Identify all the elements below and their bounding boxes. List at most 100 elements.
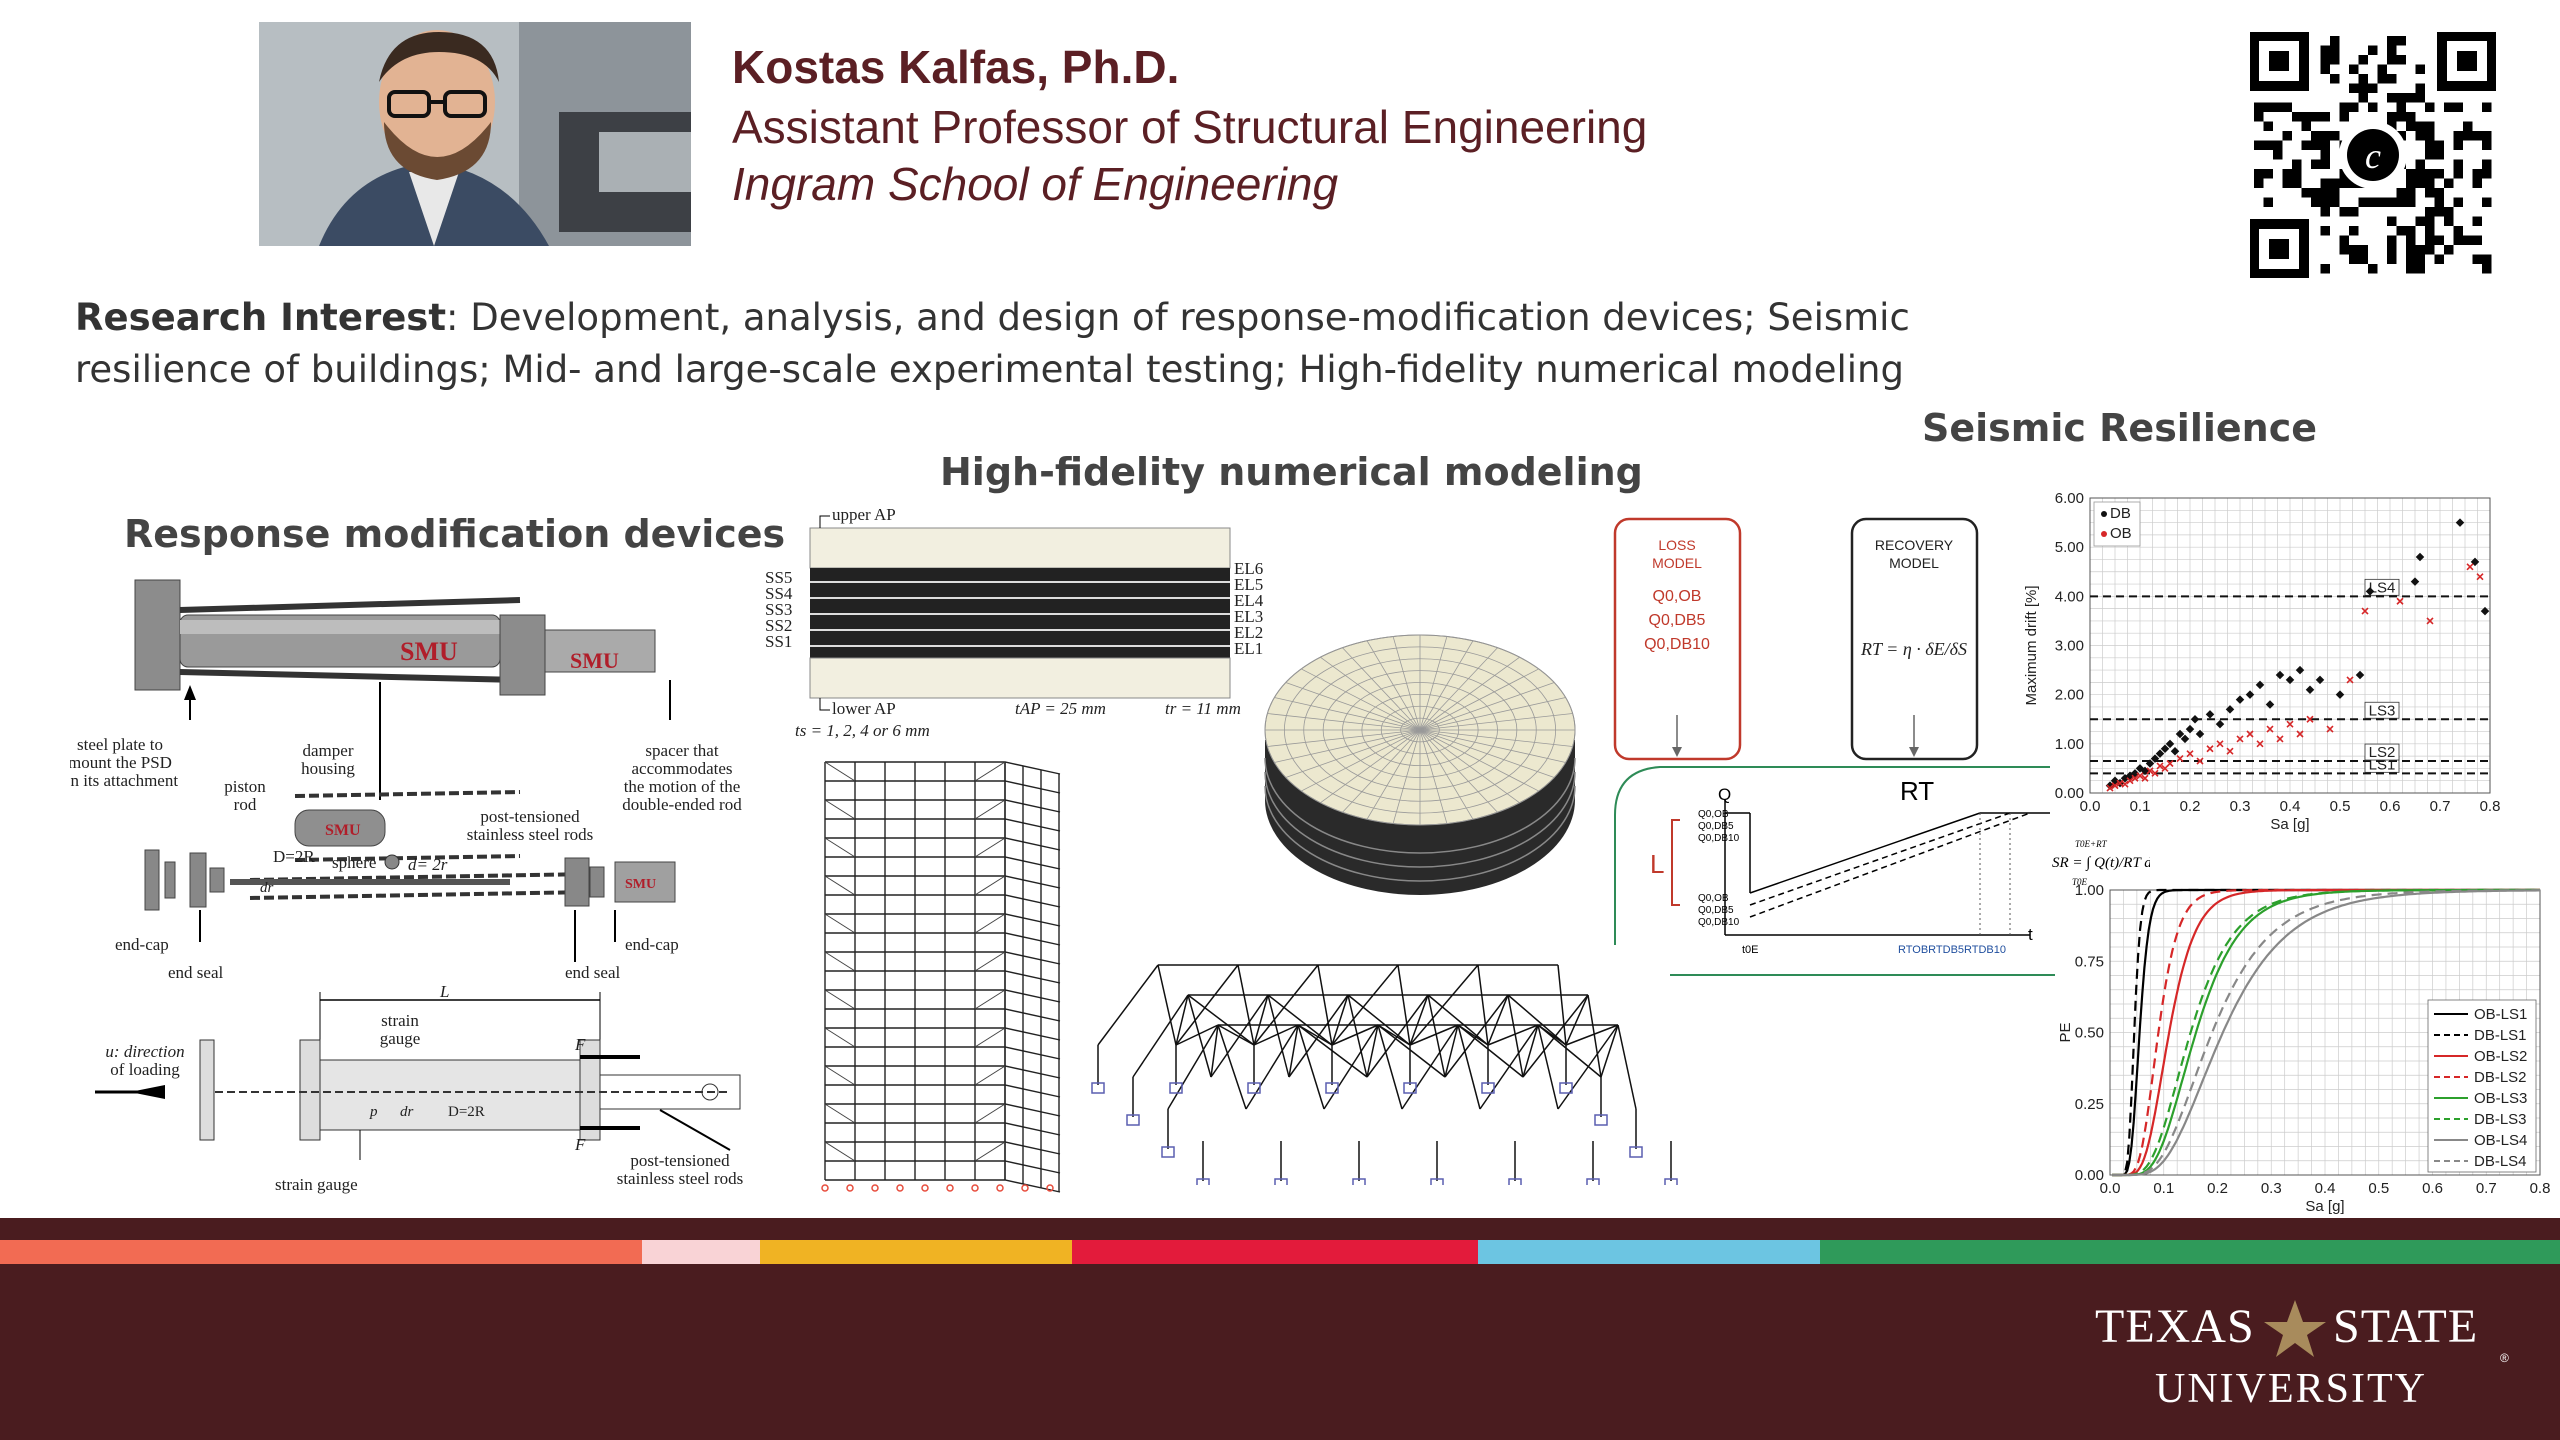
svg-text:damper: damper — [303, 741, 354, 760]
fragility-ylabel: PE — [2057, 1022, 2074, 1042]
lbl-lower-ap: lower AP — [832, 699, 896, 718]
lbl-el1: EL1 — [1234, 639, 1263, 658]
t0e-label: t0E — [1742, 944, 1759, 956]
lbl-upper-ap: upper AP — [832, 505, 896, 524]
scatter-ytick: 5.00 — [2055, 539, 2084, 556]
scatter-xtick: 0.3 — [2230, 798, 2251, 815]
svg-text:SR = ∫ Q(t)/RT dt: SR = ∫ Q(t)/RT dt — [2052, 855, 2150, 871]
svg-text:accommodates: accommodates — [631, 759, 732, 778]
svg-text:D=2R: D=2R — [273, 847, 315, 866]
svg-text:EL2: EL2 — [1234, 623, 1263, 642]
scatter-point-ob — [2216, 740, 2224, 748]
lbl-dr2: dr — [400, 1104, 414, 1120]
svg-text:housing: housing — [301, 759, 355, 778]
fragility-xlabel: Sa [g] — [2305, 1198, 2344, 1215]
svg-text:SS1: SS1 — [765, 632, 792, 651]
smu-logo-3: SMU — [325, 822, 361, 839]
svg-text:strain gauge: strain gauge — [275, 1175, 358, 1194]
scatter-point-ob — [2246, 730, 2254, 738]
scatter-point-ob — [2121, 780, 2129, 788]
scatter-point-db — [2225, 705, 2235, 714]
svg-text:Q0,DB10: Q0,DB10 — [1698, 917, 1740, 928]
q-top-3: Q0,DB10 — [1698, 833, 1740, 844]
fragility-xtick: 0.0 — [2100, 1180, 2121, 1197]
fragility-xtick: 0.8 — [2530, 1180, 2550, 1197]
logo-texas: TEXAS — [2095, 1300, 2255, 1353]
scatter-point-db — [2285, 675, 2295, 685]
lbl-direction-2: of loading — [110, 1060, 180, 1079]
stripe-5 — [1478, 1240, 1820, 1264]
q-axis: Q — [1718, 785, 1731, 804]
scatter-point-db — [2480, 606, 2490, 616]
stripe-4 — [1072, 1240, 1478, 1264]
texas-state-logo: TEXAS STATE UNIVERSITY ® — [2095, 1300, 2509, 1412]
svg-text:RECOVERY: RECOVERY — [1875, 537, 1954, 553]
device-diagram: SMU SMU steel plate to mount the PSD on … — [70, 579, 744, 1194]
svg-text:mount the PSD: mount the PSD — [70, 753, 172, 772]
svg-text:ts = 1, 2, 4 or 6 mm: ts = 1, 2, 4 or 6 mm — [795, 721, 930, 740]
stripe-6 — [1820, 1240, 2560, 1264]
qr-code-icon[interactable]: c — [2250, 32, 2496, 278]
scatter-point-db — [2335, 690, 2345, 699]
svg-text:post-tensioned: post-tensioned — [630, 1151, 730, 1170]
lbl-tr: tr = 11 mm — [1165, 699, 1241, 718]
rt-equation: RT = η · δE/δS — [1860, 639, 1967, 659]
fragility-xtick: 0.5 — [2368, 1180, 2389, 1197]
lbl-pt-rods-2: stainless steel rods — [467, 825, 594, 844]
fragility-xtick: 0.7 — [2476, 1180, 2497, 1197]
lbl-pt-bottom-2: stainless steel rods — [617, 1169, 744, 1188]
logo-state: STATE — [2333, 1300, 2478, 1353]
lbl-spacer-2: accommodates — [631, 759, 732, 778]
svg-text:L: L — [439, 982, 449, 1001]
lbl-piston-1: piston — [224, 777, 266, 796]
svg-text:Q0,OB: Q0,OB — [1698, 893, 1729, 904]
svg-text:dr: dr — [400, 1104, 414, 1120]
svg-text:RTOBRTDB5RTDB10: RTOBRTDB5RTDB10 — [1898, 944, 2006, 956]
svg-text:dr: dr — [260, 880, 274, 896]
scatter-ylabel: Maximum drift [%] — [2023, 585, 2040, 705]
lbl-piston-2: rod — [234, 795, 257, 814]
svg-text:SS5: SS5 — [765, 568, 792, 587]
stripe-1 — [0, 1240, 642, 1264]
fragility-legend-item: OB-LS1 — [2474, 1006, 2527, 1023]
scatter-point-db — [2205, 710, 2215, 719]
scatter-point-ob — [2146, 767, 2154, 775]
scatter-ytick: 3.00 — [2055, 638, 2084, 655]
svg-text:LOSS: LOSS — [1658, 537, 1695, 553]
svg-text:end seal: end seal — [168, 963, 224, 982]
svg-text:Q0,DB5: Q0,DB5 — [1698, 905, 1734, 916]
scatter-point-db — [2415, 552, 2425, 562]
lbl-spacer-3: the motion of the — [624, 777, 741, 796]
scatter-point-ob — [2226, 747, 2234, 755]
section-title-hfnm: High-fidelity numerical modeling — [940, 450, 1643, 494]
lbl-pt-rods-1: post-tensioned — [480, 807, 580, 826]
loss-item-3: Q0,DB10 — [1644, 636, 1710, 653]
scatter-point-ob — [2361, 607, 2369, 615]
svg-text:Q0,DB10: Q0,DB10 — [1698, 833, 1740, 844]
l-label: L — [1650, 849, 1664, 879]
lbl-ss4: SS4 — [765, 584, 793, 603]
lbl-endseal-right: end seal — [565, 963, 621, 982]
svg-text:SS3: SS3 — [765, 600, 792, 619]
svg-text:gauge: gauge — [380, 1029, 421, 1048]
scatter-point-db — [2275, 670, 2285, 680]
svg-text:EL6: EL6 — [1234, 559, 1263, 578]
lbl-el6: EL6 — [1234, 559, 1263, 578]
sr-lower-limit: T0E — [2072, 877, 2088, 887]
lbl-damper-2: housing — [301, 759, 355, 778]
lbl-el3: EL3 — [1234, 607, 1263, 626]
scatter-point-ob — [2156, 762, 2164, 770]
fragility-xtick: 0.6 — [2422, 1180, 2443, 1197]
scatter-point-db — [2410, 577, 2420, 586]
svg-text:UNIVERSITY: UNIVERSITY — [2155, 1366, 2427, 1412]
scatter-ytick: 4.00 — [2055, 588, 2084, 605]
svg-text:end-cap: end-cap — [115, 935, 169, 954]
t-axis: t — [2028, 925, 2033, 944]
scatter-point-ob — [2346, 676, 2354, 684]
svg-text:tAP = 25 mm: tAP = 25 mm — [1015, 699, 1106, 718]
threshold-label: LS2 — [2369, 744, 2396, 761]
threshold-label: LS3 — [2369, 702, 2396, 719]
bearing-diagram: upper AP lower AP SS5 SS4 SS3 SS2 SS1 EL… — [765, 505, 1264, 740]
lbl-el4: EL4 — [1234, 591, 1264, 610]
svg-text:rod: rod — [234, 795, 257, 814]
